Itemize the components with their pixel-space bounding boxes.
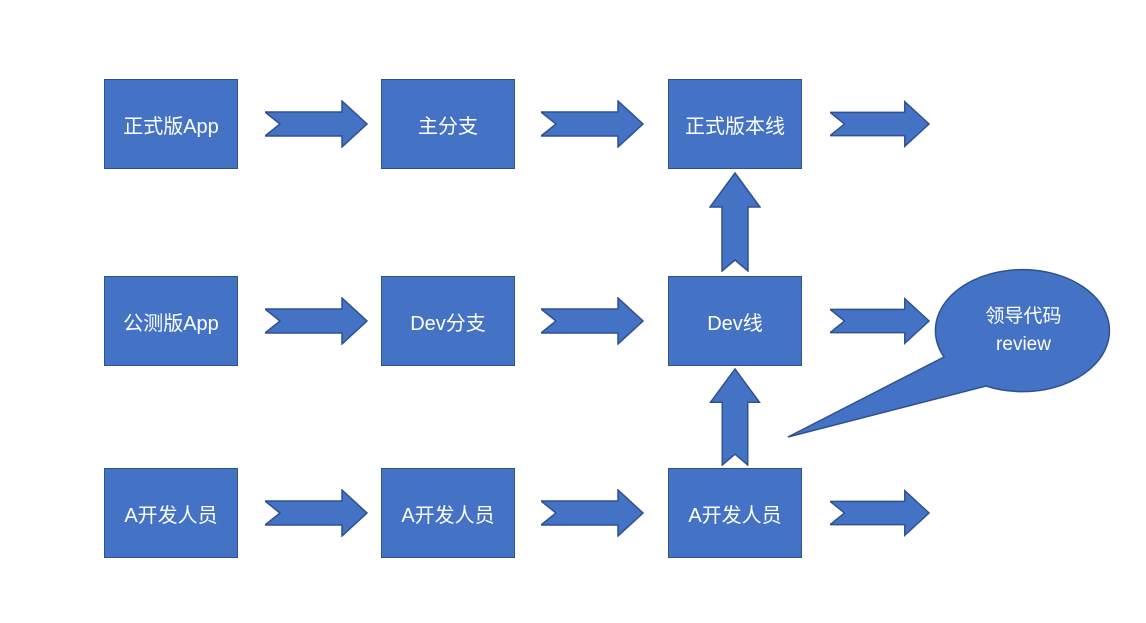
right-arrow-icon	[541, 100, 644, 148]
box-dev-line: Dev线	[668, 276, 802, 366]
right-arrow-icon	[830, 297, 930, 345]
right-arrow-icon	[541, 489, 644, 537]
box-dev-branch: Dev分支	[381, 276, 515, 366]
box-developer-a-2: A开发人员	[381, 468, 515, 558]
box-developer-a-3-label: A开发人员	[688, 504, 782, 527]
box-main-branch-label: 主分支	[418, 115, 478, 138]
box-developer-a-3: A开发人员	[668, 468, 802, 558]
box-beta-app-label: 公测版App	[123, 312, 219, 335]
box-release-app-label: 正式版App	[123, 115, 219, 138]
box-release-line: 正式版本线	[668, 79, 802, 169]
callout-label: 领导代码 review	[936, 278, 1111, 383]
right-arrow-icon	[265, 100, 368, 148]
right-arrow-icon	[265, 489, 368, 537]
right-arrow-icon	[830, 100, 930, 148]
box-release-line-label: 正式版本线	[685, 115, 785, 138]
callout-line-2: review	[996, 333, 1051, 355]
right-arrow-icon	[541, 297, 644, 345]
box-developer-a-1-label: A开发人员	[124, 504, 218, 527]
box-release-app: 正式版App	[104, 79, 238, 169]
up-arrow-icon	[709, 368, 761, 466]
box-developer-a-1: A开发人员	[104, 468, 238, 558]
right-arrow-icon	[830, 489, 930, 537]
box-developer-a-2-label: A开发人员	[401, 504, 495, 527]
box-beta-app: 公测版App	[104, 276, 238, 366]
right-arrow-icon	[265, 297, 368, 345]
box-main-branch: 主分支	[381, 79, 515, 169]
up-arrow-icon	[709, 172, 761, 272]
box-dev-line-label: Dev线	[707, 312, 763, 335]
box-dev-branch-label: Dev分支	[410, 312, 486, 335]
callout-line-1: 领导代码	[985, 305, 1062, 327]
